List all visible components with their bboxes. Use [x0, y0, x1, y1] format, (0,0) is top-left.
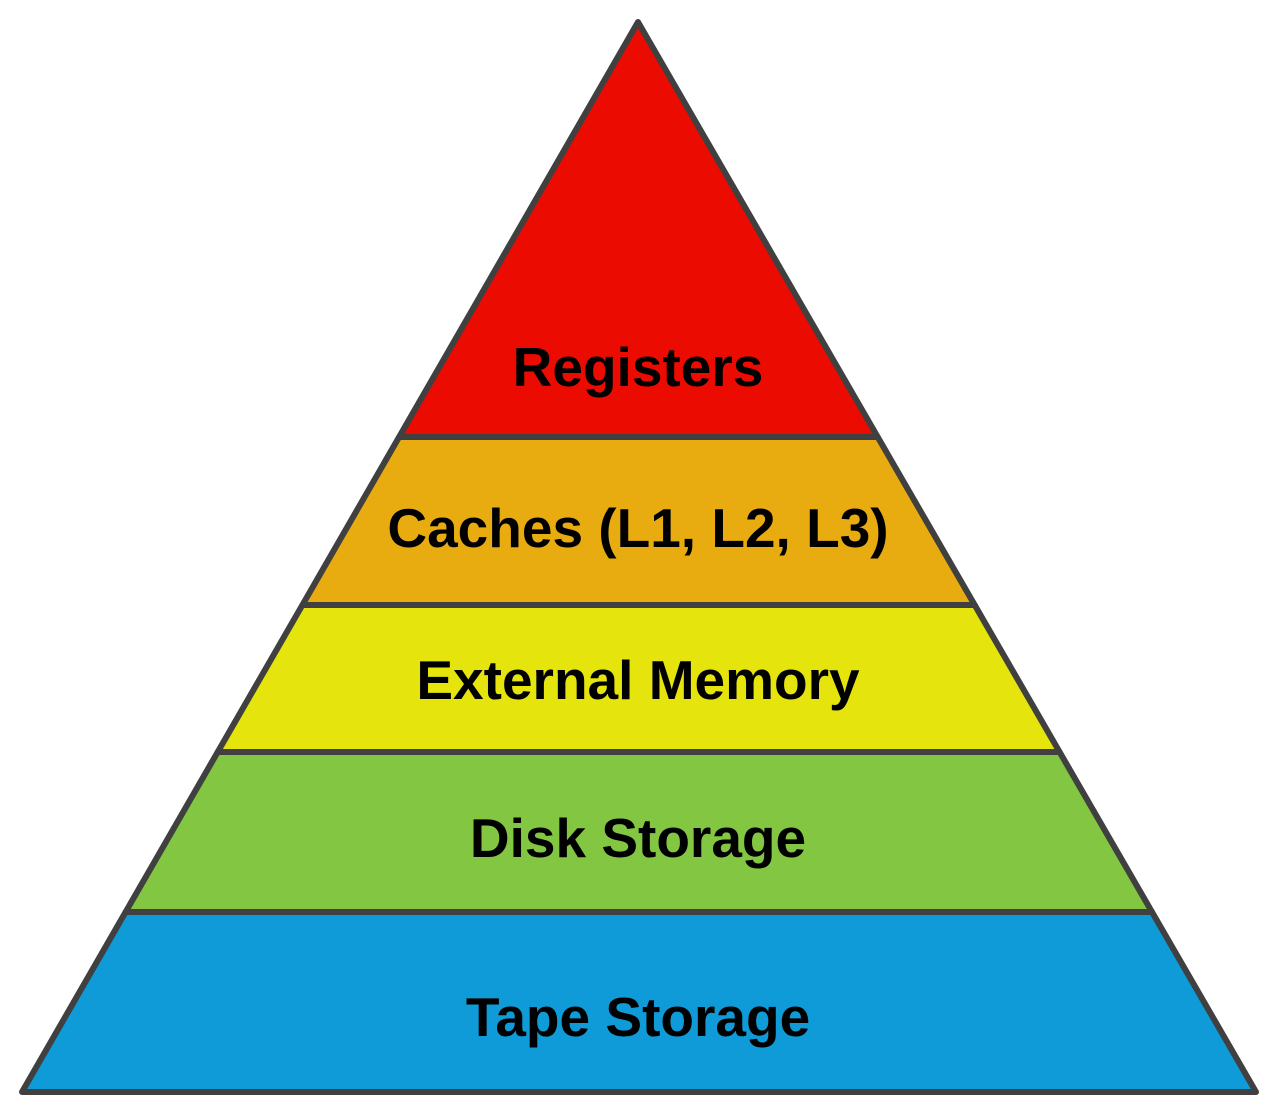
caches-label: Caches (L1, L2, L3)	[387, 497, 888, 559]
external-memory-label: External Memory	[416, 649, 860, 711]
pyramid-level-tape-storage	[19, 909, 1259, 1095]
disk-storage-label: Disk Storage	[470, 807, 806, 869]
tape-storage-label: Tape Storage	[466, 986, 810, 1048]
registers-label: Registers	[513, 336, 764, 398]
